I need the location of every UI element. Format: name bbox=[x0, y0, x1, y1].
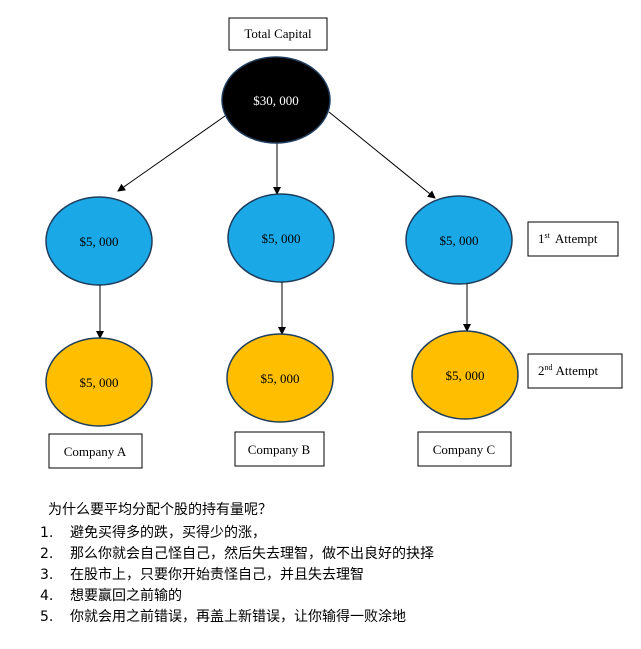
company-b-label: Company B bbox=[248, 442, 311, 457]
root-node: $30, 000 bbox=[221, 56, 331, 144]
first-attempt-node-a: $5, 000 bbox=[45, 196, 153, 286]
list-item: 4.想要赢回之前输的 bbox=[40, 588, 182, 604]
second-attempt-value-c: $5, 000 bbox=[446, 368, 485, 383]
second-attempt-value-b: $5, 000 bbox=[261, 371, 300, 386]
first-attempt-node-b: $5, 000 bbox=[227, 193, 335, 283]
arrow-root-to-a bbox=[117, 115, 226, 192]
capital-allocation-diagram: Total Capital $30, 000 $5, 000 $5, 000 $… bbox=[45, 17, 623, 469]
list-item: 5.你就会用之前错误，再盖上新错误，让你输得一败涂地 bbox=[40, 609, 406, 625]
company-b-box: Company B bbox=[234, 431, 325, 467]
list-item: 1.避免买得多的跌，买得少的涨， bbox=[40, 525, 266, 541]
first-attempt-node-c: $5, 000 bbox=[405, 195, 513, 285]
second-attempt-node-c: $5, 000 bbox=[411, 330, 519, 420]
second-attempt-value-a: $5, 000 bbox=[80, 375, 119, 390]
company-c-label: Company C bbox=[433, 442, 495, 457]
first-attempt-value-b: $5, 000 bbox=[262, 231, 301, 246]
list-item: 2.那么你就会自己怪自己，然后失去理智，做不出良好的抉择 bbox=[40, 546, 434, 562]
notes-list: 1.避免买得多的跌，买得少的涨， 2.那么你就会自己怪自己，然后失去理智，做不出… bbox=[40, 523, 620, 628]
root-value: $30, 000 bbox=[253, 93, 299, 108]
list-item: 3.在股市上，只要你开始责怪自己，并且失去理智 bbox=[40, 567, 364, 583]
total-capital-box: Total Capital bbox=[228, 17, 328, 51]
company-c-box: Company C bbox=[417, 431, 512, 467]
notes-question: 为什么要平均分配个股的持有量呢？ bbox=[48, 502, 272, 518]
arrow-root-to-c bbox=[328, 111, 436, 199]
second-attempt-node-a: $5, 000 bbox=[45, 337, 153, 427]
second-attempt-node-b: $5, 000 bbox=[226, 333, 334, 423]
first-attempt-value-c: $5, 000 bbox=[440, 233, 479, 248]
notes-section: 为什么要平均分配个股的持有量呢？ 1.避免买得多的跌，买得少的涨， 2.那么你就… bbox=[40, 500, 620, 628]
company-a-label: Company A bbox=[64, 444, 127, 459]
first-attempt-value-a: $5, 000 bbox=[80, 234, 119, 249]
total-capital-label: Total Capital bbox=[244, 26, 312, 41]
company-a-box: Company A bbox=[48, 433, 143, 469]
